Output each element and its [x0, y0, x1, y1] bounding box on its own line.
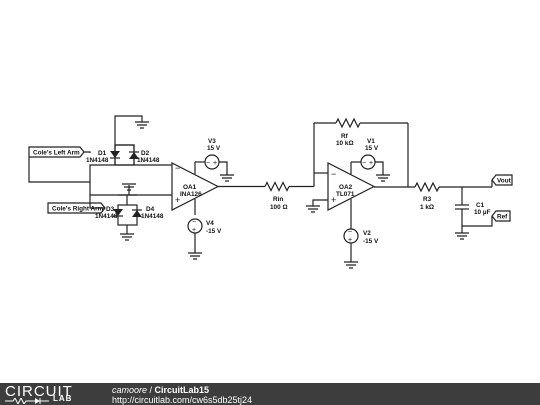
resistor-rf: Rf 10 kΩ	[314, 117, 409, 187]
d2-name: D2	[141, 150, 150, 157]
vout-label: Vout	[491, 174, 513, 186]
circuit-url-link[interactable]: http://circuitlab.com/cw6s5db25tj24	[112, 395, 253, 405]
v4-plus: +	[192, 227, 196, 234]
v1-plus: +	[369, 160, 373, 167]
vout-label-text: Vout	[497, 178, 512, 185]
author-name[interactable]: camoore	[112, 385, 148, 395]
d2-part: 1N4148	[137, 157, 160, 164]
d3-part: 1N4148	[95, 213, 118, 220]
oa2-minus-pin: −	[331, 169, 336, 179]
right-arm-label: Cole's Right Arm	[47, 202, 106, 214]
d3-symbol	[113, 209, 123, 216]
v2-plus: +	[348, 237, 352, 244]
d1-part: 1N4148	[86, 157, 109, 164]
oa1-minus-pin: −	[175, 163, 180, 173]
v2-value: -15 V	[363, 238, 379, 245]
diode-pair-d1-d2: D1 1N4148 D2 1N4148	[86, 115, 160, 166]
d3-name: D3	[106, 206, 115, 213]
source-v1: − + V1 15 V	[351, 138, 390, 182]
resistor-r3: R3 1 kΩ	[414, 181, 440, 211]
op-amp-oa2: − + OA2 TL071	[306, 162, 376, 229]
d2-symbol	[129, 152, 139, 159]
oa1-plus-pin: +	[175, 195, 180, 205]
r3-name: R3	[423, 196, 432, 203]
v3-plus: +	[213, 160, 217, 167]
logo-lab-text: LAB	[53, 394, 73, 403]
oa1-part: INA126	[180, 191, 202, 198]
oa2-plus-pin: +	[331, 195, 336, 205]
rf-name: Rf	[341, 133, 349, 140]
oa2-name: OA2	[339, 184, 353, 191]
v1-name: V1	[367, 138, 375, 145]
v3-value: 15 V	[207, 145, 221, 152]
d4-symbol	[132, 210, 142, 217]
d1-name: D1	[98, 150, 107, 157]
v3-minus: −	[206, 160, 210, 167]
source-v3: − + V3 15 V	[195, 138, 234, 182]
circuit-title[interactable]: CircuitLab15	[154, 385, 210, 395]
ref-label: Ref	[491, 210, 511, 222]
v4-minus: −	[192, 219, 196, 226]
v3-name: V3	[208, 138, 216, 145]
circuit-schematic: Cole's Left Arm Cole's Right Arm D1 1N41…	[28, 115, 513, 269]
v1-minus: −	[362, 160, 366, 167]
right-arm-label-text: Cole's Right Arm	[52, 206, 104, 213]
source-v4: − + V4 -15 V	[187, 218, 222, 260]
rin-value: 100 Ω	[270, 204, 288, 211]
v4-value: -15 V	[206, 228, 222, 235]
v2-name: V2	[363, 230, 371, 237]
v4-name: V4	[206, 220, 214, 227]
logo-mark-icon	[5, 398, 49, 404]
d4-name: D4	[146, 206, 155, 213]
d4-part: 1N4148	[141, 213, 164, 220]
op-amp-oa1: − + OA1 INA126	[171, 162, 220, 215]
oa2-part: TL071	[336, 191, 355, 198]
d1-symbol	[110, 151, 120, 158]
c1-value: 10 µF	[474, 209, 491, 216]
oa1-name: OA1	[183, 184, 197, 191]
c1-name: C1	[476, 202, 485, 209]
capacitor-c1: C1 10 µF	[455, 187, 493, 240]
r3-value: 1 kΩ	[420, 204, 434, 211]
ref-label-text: Ref	[497, 214, 508, 221]
circuitlab-logo[interactable]: CIRCUIT LAB	[5, 383, 105, 405]
v2-minus: −	[348, 229, 352, 236]
v1-value: 15 V	[365, 145, 379, 152]
resistor-rin: Rin 100 Ω	[264, 181, 290, 211]
credit-line: camoore / CircuitLab15	[112, 385, 209, 395]
diode-pair-d3-d4: D3 1N4148 D4 1N4148	[95, 183, 164, 241]
credit-separator: /	[147, 385, 155, 395]
rf-value: 10 kΩ	[336, 140, 354, 147]
left-arm-label-text: Cole's Left Arm	[33, 150, 80, 157]
source-v2: − + V2 -15 V	[343, 228, 379, 269]
footer-bar: CIRCUIT LAB camoore / CircuitLab15 http:…	[0, 383, 540, 405]
logo-circuit-text: CIRCUIT	[5, 383, 73, 400]
left-arm-label: Cole's Left Arm	[28, 146, 85, 158]
rin-name: Rin	[273, 196, 283, 203]
